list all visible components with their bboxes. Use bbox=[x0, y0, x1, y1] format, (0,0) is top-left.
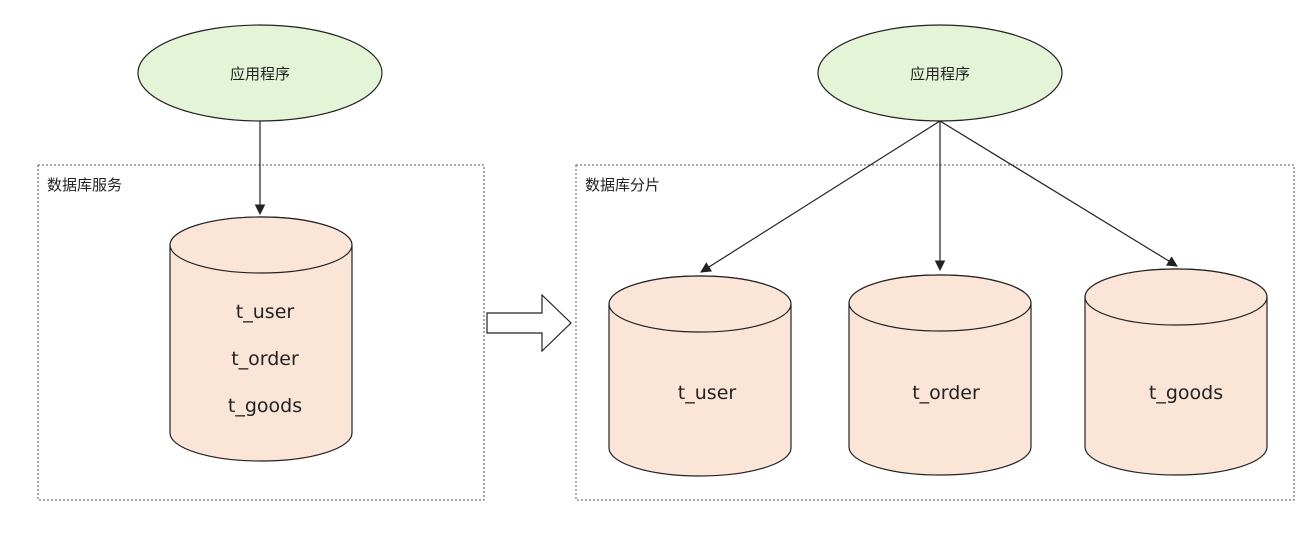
shard-table-order: t_order bbox=[912, 382, 980, 404]
database-shard-label: 数据库分片 bbox=[585, 176, 660, 194]
left-database-cylinder: t_user t_order t_goods bbox=[169, 216, 353, 462]
app-to-shard-goods-arrow bbox=[939, 120, 1178, 267]
transform-arrow bbox=[486, 293, 572, 353]
shard-cylinder-user: t_user bbox=[608, 275, 792, 477]
shard-table-goods: t_goods bbox=[1149, 382, 1223, 404]
left-table-order: t_order bbox=[231, 348, 299, 370]
shard-table-user: t_user bbox=[678, 382, 737, 404]
left-app-node: 应用程序 bbox=[137, 24, 383, 122]
right-app-label: 应用程序 bbox=[910, 65, 970, 83]
shard-cylinder-goods: t_goods bbox=[1084, 268, 1268, 476]
database-service-group bbox=[37, 164, 485, 501]
right-app-node: 应用程序 bbox=[817, 24, 1063, 122]
database-service-label: 数据库服务 bbox=[47, 176, 122, 194]
left-table-user: t_user bbox=[236, 301, 295, 323]
database-shard-group bbox=[575, 164, 1295, 501]
app-to-shard-user-arrow bbox=[700, 120, 941, 273]
left-table-goods: t_goods bbox=[228, 395, 302, 417]
shard-cylinder-order: t_order bbox=[848, 274, 1032, 476]
left-app-label: 应用程序 bbox=[230, 65, 290, 83]
